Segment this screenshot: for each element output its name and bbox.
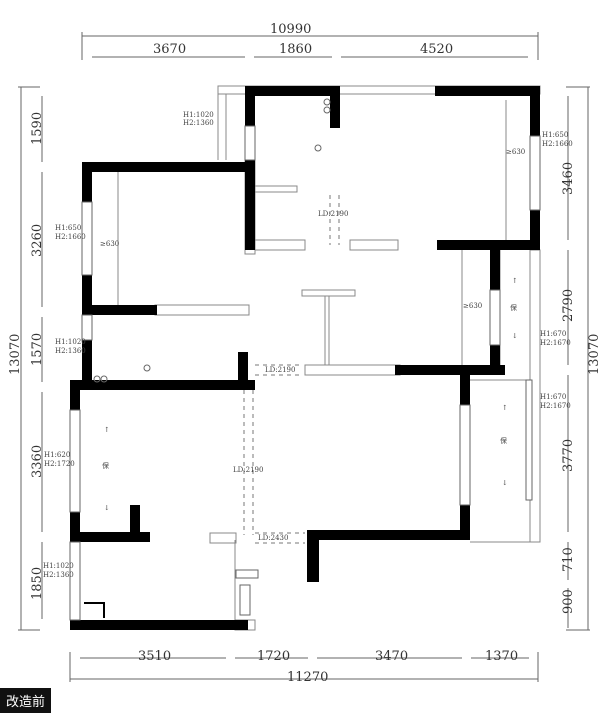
- svg-text:↑: ↑: [512, 277, 518, 285]
- dim-bottom-seg-1: 3510: [138, 649, 171, 664]
- dim-top-total: 10990: [270, 22, 311, 37]
- svg-text:H2:1720: H2:1720: [44, 460, 75, 468]
- dim-bottom-seg-4: 1370: [485, 649, 518, 664]
- svg-text:LD:2190: LD:2190: [265, 366, 295, 374]
- dim-top-seg-1: 3670: [153, 42, 186, 57]
- top-dimensions: [81, 32, 539, 60]
- svg-text:H1:1020: H1:1020: [183, 111, 214, 119]
- window-labels: H1:1020 H2:1360 H1:650 H2:1660 H1:1020 H…: [43, 111, 573, 579]
- right-dimensions: [566, 86, 590, 631]
- svg-text:H2:1360: H2:1360: [55, 347, 86, 355]
- svg-text:LD:2430: LD:2430: [258, 534, 288, 542]
- svg-text:↓: ↓: [502, 479, 508, 487]
- svg-text:↑: ↑: [502, 404, 508, 412]
- dim-left-seg-3: 1570: [30, 333, 45, 366]
- dim-bottom-seg-2: 1720: [257, 649, 290, 664]
- svg-text:↓: ↓: [104, 504, 110, 512]
- floor-drain-icon: [143, 364, 151, 372]
- svg-text:H2:1670: H2:1670: [540, 402, 571, 410]
- svg-text:≥630: ≥630: [100, 240, 119, 248]
- dim-bottom-seg-3: 3470: [375, 649, 408, 664]
- balcony-markers: ↑ 保 ↓ ↑ 保 ↓ ↑ 保 ↓: [102, 277, 518, 512]
- dim-right-seg-5: 900: [561, 589, 576, 614]
- dim-right-seg-4: 710: [561, 547, 576, 572]
- svg-text:H1:1020: H1:1020: [55, 338, 86, 346]
- svg-text:LD:2190: LD:2190: [318, 210, 348, 218]
- dim-left-seg-1: 1590: [30, 112, 45, 145]
- dim-right-total: 13070: [587, 334, 602, 375]
- svg-text:↑: ↑: [104, 426, 110, 434]
- dim-left-seg-5: 1850: [30, 567, 45, 600]
- svg-text:H1:650: H1:650: [55, 224, 81, 232]
- svg-text:H2:1360: H2:1360: [183, 119, 214, 127]
- svg-text:H1:620: H1:620: [44, 451, 70, 459]
- svg-text:LD:2190: LD:2190: [233, 466, 263, 474]
- caption-before-renovation: 改造前: [0, 688, 52, 713]
- svg-text:H2:1660: H2:1660: [542, 140, 573, 148]
- dim-left-total: 13070: [8, 334, 23, 375]
- svg-text:≥630: ≥630: [463, 302, 482, 310]
- dim-left-seg-4: 3360: [30, 445, 45, 478]
- svg-text:保: 保: [102, 461, 109, 470]
- svg-text:H1:1020: H1:1020: [43, 562, 74, 570]
- dim-top-seg-2: 1860: [279, 42, 312, 57]
- sink-icon: [239, 584, 251, 616]
- windows: [69, 125, 541, 621]
- svg-text:≥630: ≥630: [506, 148, 525, 156]
- dim-left-seg-2: 3260: [30, 224, 45, 257]
- svg-text:H2:1670: H2:1670: [540, 339, 571, 347]
- svg-text:H2:1660: H2:1660: [55, 233, 86, 241]
- svg-text:H1:650: H1:650: [542, 131, 568, 139]
- dim-right-seg-3: 3770: [561, 439, 576, 472]
- door-openings: [243, 195, 340, 544]
- dim-bottom-total: 11270: [287, 670, 328, 685]
- floor-drain-icon: [314, 144, 322, 152]
- bottom-dimensions: [69, 652, 539, 682]
- dim-right-seg-1: 3460: [561, 162, 576, 195]
- wardrobe-labels: ≥630 ≥630 ≥630: [100, 148, 525, 310]
- svg-text:H2:1360: H2:1360: [43, 571, 74, 579]
- walls[interactable]: [70, 86, 540, 630]
- svg-text:保: 保: [510, 303, 517, 312]
- dim-right-seg-2: 2790: [561, 289, 576, 322]
- svg-text:↓: ↓: [512, 332, 518, 340]
- door-labels: LD:2190 LD:2190 LD:2190 LD:2430: [233, 210, 348, 542]
- left-dimensions: [18, 86, 43, 631]
- dim-top-seg-3: 4520: [420, 42, 453, 57]
- svg-text:H1:670: H1:670: [540, 330, 566, 338]
- fixtures: [84, 98, 331, 618]
- stove-icon: [235, 569, 259, 579]
- svg-text:保: 保: [500, 436, 507, 445]
- svg-text:H1:670: H1:670: [540, 393, 566, 401]
